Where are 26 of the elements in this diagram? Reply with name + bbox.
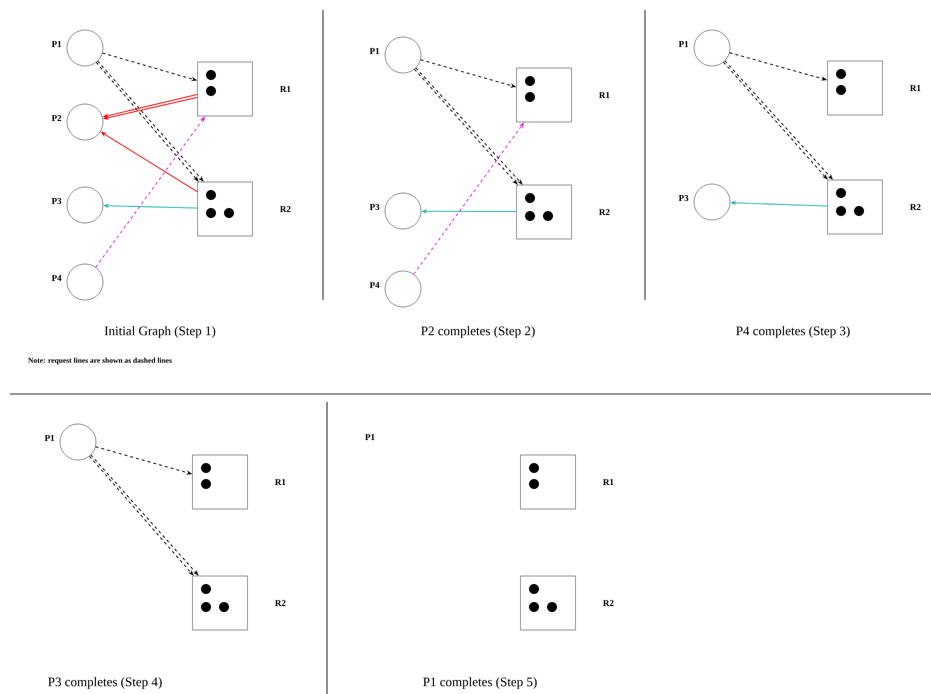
resource-label: R1 [280, 86, 290, 92]
process-label: P1 [44, 435, 54, 441]
resource-label: R2 [280, 206, 290, 212]
process-label: P3 [370, 204, 380, 210]
process-label: P1 [365, 434, 375, 440]
process-label: P1 [678, 41, 688, 47]
process-label: P1 [52, 41, 62, 47]
panel-caption: Initial Graph (Step 1) [104, 326, 216, 338]
process-label: P4 [52, 275, 62, 281]
process-label: P2 [52, 115, 62, 121]
panel-caption: P2 completes (Step 2) [421, 326, 535, 338]
resource-label: R1 [599, 92, 610, 98]
resource-label: R1 [910, 85, 920, 91]
resource-label: R1 [275, 479, 286, 485]
process-label: P1 [370, 48, 380, 54]
resource-label: R2 [910, 204, 921, 210]
resource-label: R1 [603, 479, 614, 485]
process-label: P4 [370, 282, 380, 288]
panel-caption: P1 completes (Step 5) [423, 677, 537, 689]
resource-label: R2 [275, 600, 286, 606]
resource-label: R2 [599, 209, 610, 215]
process-label: P3 [52, 198, 62, 204]
resource-label: R2 [603, 600, 614, 606]
panel-caption: P3 completes (Step 4) [48, 677, 162, 689]
panel-caption: P4 completes (Step 3) [736, 326, 850, 338]
process-label: P3 [678, 194, 688, 202]
